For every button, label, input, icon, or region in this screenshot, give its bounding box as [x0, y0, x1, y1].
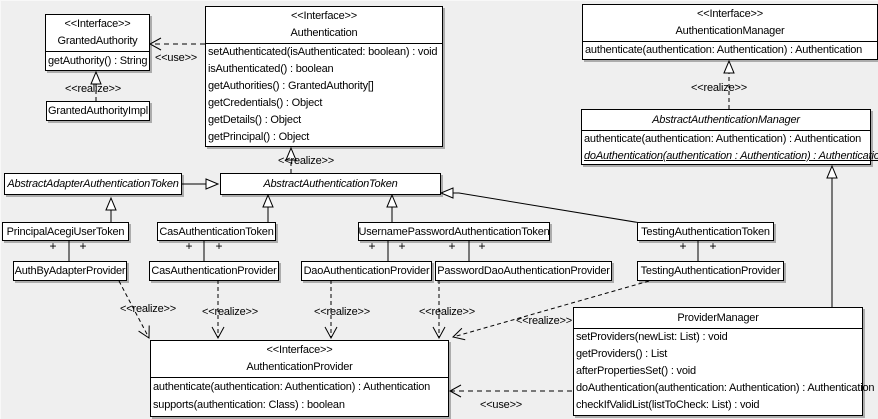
- class-provider-manager: ProviderManager setProviders(newList: Li…: [573, 307, 875, 416]
- method: setProviders(newList: List) : void: [576, 331, 728, 343]
- class-name: ProviderManager: [677, 312, 759, 324]
- method: doAuthentication(authentication : Authen…: [584, 150, 878, 162]
- class-password-dao-authentication-provider: PasswordDaoAuthenticationProvider: [435, 261, 612, 281]
- stereotype-label: <<Interface>>: [266, 344, 333, 356]
- class-auth-by-adapter-provider: AuthByAdapterProvider: [13, 261, 127, 281]
- class-name: AbstractAuthenticationToken: [263, 178, 398, 190]
- realize-label: <<realize>>: [202, 306, 258, 318]
- class-username-password-authentication-token: UsernamePasswordAuthenticationToken: [358, 222, 550, 241]
- realize-label: <<realize>>: [419, 306, 475, 318]
- edge-testingprovider-realize: [451, 280, 650, 341]
- stereotype-label: <<Interface>>: [64, 18, 131, 30]
- class-testing-authentication-provider: TestingAuthenticationProvider: [637, 261, 784, 281]
- class-name: AbstractAuthenticationManager: [652, 114, 800, 126]
- edge-testing-token-extends: [439, 187, 648, 225]
- class-testing-authentication-token: TestingAuthenticationToken: [637, 222, 774, 241]
- assoc-plus: +: [709, 239, 717, 253]
- method: getCredentials() : Object: [208, 97, 323, 109]
- method: authenticate(authentication: Authenticat…: [585, 44, 863, 56]
- class-name: PrincipalAcegiUserToken: [6, 225, 125, 238]
- class-name: AuthByAdapterProvider: [14, 265, 126, 277]
- method: afterPropertiesSet() : void: [576, 365, 696, 377]
- class-name: TestingAuthenticationProvider: [640, 265, 781, 277]
- use-label: <<use>>: [479, 399, 523, 411]
- assoc-plus: +: [368, 239, 376, 253]
- method: checkIfValidList(listToCheck: List) : vo…: [576, 399, 760, 411]
- class-authentication: <<Interface>> Authentication setAuthenti…: [205, 6, 443, 147]
- assoc-plus: +: [398, 239, 406, 253]
- class-cas-authentication-provider: CasAuthenticationProvider: [149, 261, 279, 281]
- class-name: UsernamePasswordAuthenticationToken: [358, 225, 550, 238]
- realize-label: <<realize>>: [314, 306, 370, 318]
- class-name: CasAuthenticationProvider: [151, 265, 277, 277]
- class-name: AbstractAdapterAuthenticationToken: [7, 178, 179, 190]
- method: setAuthenticated(isAuthenticated: boolea…: [208, 46, 438, 58]
- class-abstract-authentication-manager: AbstractAuthenticationManager authentica…: [581, 109, 878, 165]
- class-name: CasAuthenticationToken: [159, 225, 274, 238]
- class-abstract-authentication-token: AbstractAuthenticationToken: [220, 173, 441, 195]
- class-name: DaoAuthenticationProvider: [303, 265, 430, 277]
- class-name: AuthenticationManager: [675, 25, 785, 37]
- edge-authbyadapter-realize: [118, 280, 150, 339]
- class-name: Authentication: [290, 27, 358, 39]
- method: authenticate(authentication: Authenticat…: [153, 381, 431, 393]
- method: doAuthentication(authentication: Authent…: [576, 382, 875, 394]
- method: getProviders() : List: [576, 348, 668, 360]
- method: authenticate(authentication: Authenticat…: [584, 133, 862, 145]
- class-name: GrantedAuthorityImpl: [48, 105, 148, 117]
- class-name: GrantedAuthority: [57, 35, 138, 47]
- assoc-plus: +: [448, 239, 456, 253]
- realize-label: <<realize>>: [516, 315, 572, 327]
- assoc-plus: +: [215, 239, 223, 253]
- class-cas-authentication-token: CasAuthenticationToken: [157, 222, 276, 241]
- class-name: AuthenticationProvider: [246, 361, 353, 373]
- method: supports(authentication: Class) : boolea…: [153, 399, 345, 411]
- assoc-plus: +: [185, 239, 193, 253]
- method: isAuthenticated() : boolean: [208, 63, 334, 75]
- realize-label: <<realize>>: [65, 83, 121, 95]
- class-authentication-provider: <<Interface>> AuthenticationProvider aut…: [150, 340, 449, 417]
- assoc-plus: +: [478, 239, 486, 253]
- class-granted-authority-impl: GrantedAuthorityImpl: [46, 101, 150, 121]
- class-authentication-manager: <<Interface>> AuthenticationManager auth…: [582, 4, 878, 60]
- assoc-plus: +: [49, 239, 57, 253]
- class-principal-acegi-user-token: PrincipalAcegiUserToken: [2, 222, 129, 241]
- stereotype-label: <<Interface>>: [697, 8, 763, 20]
- class-dao-authentication-provider: DaoAuthenticationProvider: [301, 261, 432, 281]
- realize-label: <<realize>>: [278, 155, 334, 167]
- class-granted-authority: <<Interface>> GrantedAuthority getAuthor…: [45, 14, 150, 71]
- method: getAuthorities() : GrantedAuthority[]: [208, 80, 374, 92]
- stereotype-label: <<Interface>>: [291, 10, 357, 22]
- realize-label: <<realize>>: [120, 303, 176, 315]
- class-name: TestingAuthenticationToken: [641, 225, 770, 238]
- use-label: <<use>>: [154, 52, 198, 64]
- assoc-plus: +: [79, 239, 87, 253]
- method: getAuthority() : String: [48, 55, 148, 67]
- class-abstract-adapter-authentication-token: AbstractAdapterAuthenticationToken: [4, 173, 182, 195]
- method: getDetails() : Object: [208, 114, 302, 126]
- assoc-plus: +: [679, 239, 687, 253]
- realize-label: <<realize>>: [691, 82, 747, 94]
- method: getPrincipal() : Object: [208, 131, 310, 143]
- class-name: PasswordDaoAuthenticationProvider: [437, 265, 610, 277]
